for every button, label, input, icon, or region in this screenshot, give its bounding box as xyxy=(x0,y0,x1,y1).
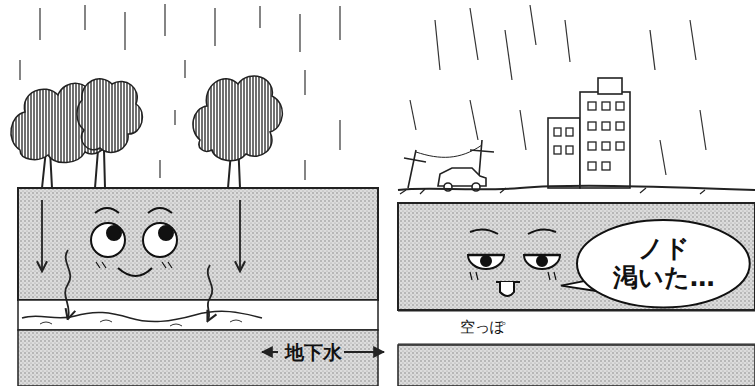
happy-face xyxy=(91,208,177,276)
infiltration-arrows xyxy=(42,200,240,320)
empty-layer-edge xyxy=(398,311,755,344)
bedrock-layer xyxy=(18,330,378,386)
layer-note: 空っぽ xyxy=(460,319,505,336)
grass xyxy=(400,188,705,194)
ground-surface xyxy=(398,186,755,190)
speech-bubble: ノド 渇いた… xyxy=(575,218,752,309)
speech-text: ノド 渇いた… xyxy=(606,235,721,293)
groundwater-label: 地下水 xyxy=(283,340,344,366)
thirsty-face xyxy=(468,229,560,296)
city xyxy=(404,78,630,191)
groundwater-layer xyxy=(18,300,378,330)
bubble-body xyxy=(577,220,750,307)
bedrock-layer xyxy=(398,345,755,386)
trees xyxy=(11,76,282,188)
soil-layer xyxy=(18,188,378,300)
empty-groundwater-band: 空っぽ xyxy=(398,312,755,343)
soil-layer xyxy=(398,203,755,310)
